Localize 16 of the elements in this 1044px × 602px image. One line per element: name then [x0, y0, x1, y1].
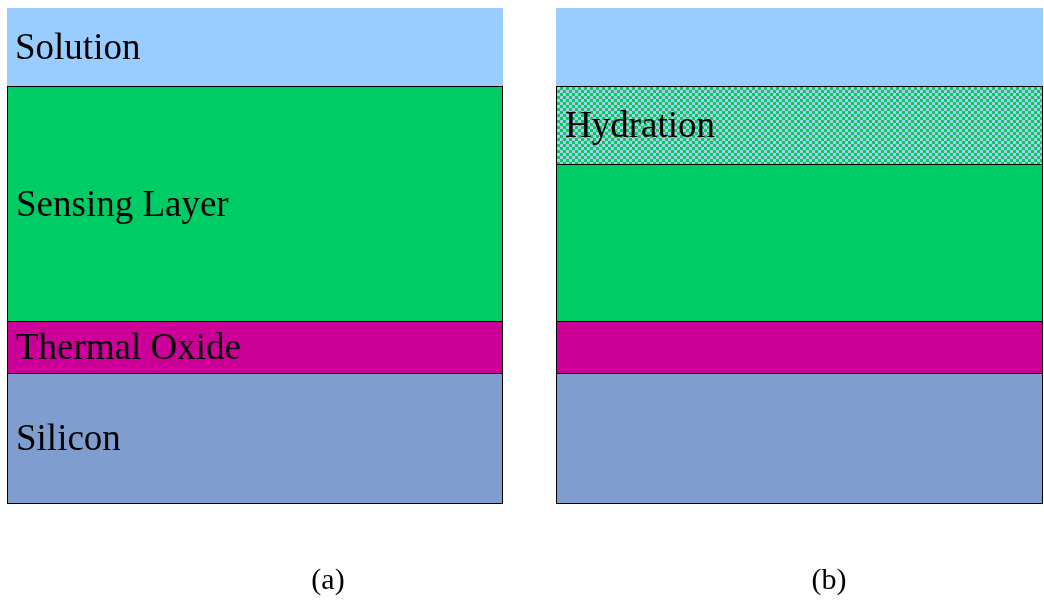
- panel-label: (b): [811, 562, 847, 596]
- sensing-layer: [7, 86, 503, 322]
- solution-layer: [7, 8, 503, 86]
- layer-label: Hydration: [565, 105, 716, 146]
- layer-label: Sensing Layer: [16, 183, 229, 225]
- oxide-layer: [7, 321, 503, 374]
- solution-layer: [556, 8, 1043, 86]
- hydration-layer: [556, 86, 1043, 165]
- silicon-layer: [7, 373, 503, 504]
- oxide-layer: [556, 321, 1043, 374]
- panel-label: (a): [311, 562, 345, 596]
- silicon-layer: [556, 373, 1043, 504]
- sensing-layer: [556, 164, 1043, 322]
- layer-label: Thermal Oxide: [16, 327, 241, 368]
- layer-label: Silicon: [16, 418, 121, 459]
- layer-label: Solution: [15, 26, 141, 68]
